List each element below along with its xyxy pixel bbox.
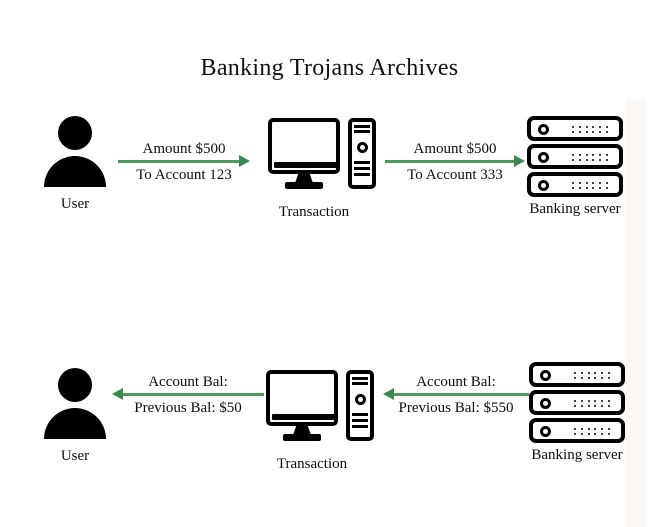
tower-slot (354, 167, 370, 170)
server-led-icon (540, 370, 551, 381)
arrow-label-below: Previous Bal: $550 (398, 400, 514, 416)
monitor-neck (295, 174, 313, 183)
arrow-label-above: Account Bal: (148, 374, 228, 390)
computer-tower (346, 370, 374, 441)
monitor-base (283, 434, 321, 441)
desktop-computer-icon (268, 118, 376, 194)
arrow-label-above: Amount $500 (413, 141, 497, 157)
tower-slot (352, 419, 368, 422)
power-button-icon (355, 394, 366, 405)
server-unit (527, 172, 623, 197)
node-user-bottom: User (44, 368, 106, 464)
arrow-shaft (392, 393, 529, 396)
tower-slot (352, 425, 368, 428)
arrow-label-above: Account Bal: (416, 374, 496, 390)
server-led-icon (538, 152, 549, 163)
server-led-icon (538, 180, 549, 191)
server-unit (529, 418, 625, 443)
arrow-head (239, 155, 250, 167)
server-unit (527, 144, 623, 169)
user-head-shape (58, 116, 92, 150)
power-button-icon (357, 142, 368, 153)
node-label-transaction-top: Transaction (278, 204, 350, 220)
user-head-shape (58, 368, 92, 402)
arrow-shaft (118, 160, 241, 163)
tower-vent-band (352, 377, 368, 380)
arrow-head (112, 388, 123, 400)
right-edge-strip (626, 99, 646, 527)
node-user-top: User (44, 116, 106, 212)
monitor-screen (266, 370, 338, 426)
tower-vent-band (354, 130, 370, 133)
arrow-shaft (385, 160, 516, 163)
server-vent-dots (572, 399, 612, 408)
monitor-chin (272, 414, 336, 420)
arrow-transaction-to-server: Amount $500 To Account 333 (385, 141, 525, 183)
node-label-server-bottom: Banking server (531, 447, 623, 463)
server-vent-dots (570, 181, 610, 190)
node-server-bottom: Banking server (529, 362, 625, 463)
arrow-shaft (121, 393, 264, 396)
arrow-transaction-to-user: Account Bal: Previous Bal: $50 (112, 374, 264, 416)
computer-tower (348, 118, 376, 189)
desktop-computer-icon (266, 370, 374, 446)
user-body-shape (44, 408, 106, 439)
server-vent-dots (572, 427, 612, 436)
node-label-server-top: Banking server (529, 201, 621, 217)
arrow-label-below: To Account 333 (407, 167, 503, 183)
tower-slot (354, 161, 370, 164)
tower-slot (352, 413, 368, 416)
node-label-transaction-bottom: Transaction (276, 456, 348, 472)
server-unit (527, 116, 623, 141)
node-transaction-bottom: Transaction (266, 370, 374, 472)
arrow-label-below: To Account 123 (136, 167, 232, 183)
arrow-head (514, 155, 525, 167)
monitor-base (285, 182, 323, 189)
arrow-label-above: Amount $500 (142, 141, 226, 157)
page-title: Banking Trojans Archives (200, 55, 459, 81)
user-icon (44, 116, 106, 192)
tower-slot (354, 173, 370, 176)
server-vent-dots (570, 153, 610, 162)
server-led-icon (540, 398, 551, 409)
server-vent-dots (570, 125, 610, 134)
tower-vent-band (354, 125, 370, 128)
server-unit (529, 390, 625, 415)
node-label-user-top: User (60, 196, 90, 212)
arrow-head (383, 388, 394, 400)
server-vent-dots (572, 371, 612, 380)
server-rack-icon (529, 362, 625, 443)
user-icon (44, 368, 106, 444)
user-body-shape (44, 156, 106, 187)
node-transaction-top: Transaction (268, 118, 376, 220)
arrow-user-to-transaction: Amount $500 To Account 123 (118, 141, 250, 183)
server-unit (529, 362, 625, 387)
monitor-chin (274, 162, 338, 168)
node-label-user-bottom: User (60, 448, 90, 464)
server-led-icon (540, 426, 551, 437)
arrow-label-below: Previous Bal: $50 (134, 400, 242, 416)
server-rack-icon (527, 116, 623, 197)
arrow-server-to-transaction: Account Bal: Previous Bal: $550 (383, 374, 529, 416)
monitor-neck (293, 426, 311, 435)
server-led-icon (538, 124, 549, 135)
node-server-top: Banking server (527, 116, 623, 217)
monitor-screen (268, 118, 340, 174)
tower-vent-band (352, 382, 368, 385)
